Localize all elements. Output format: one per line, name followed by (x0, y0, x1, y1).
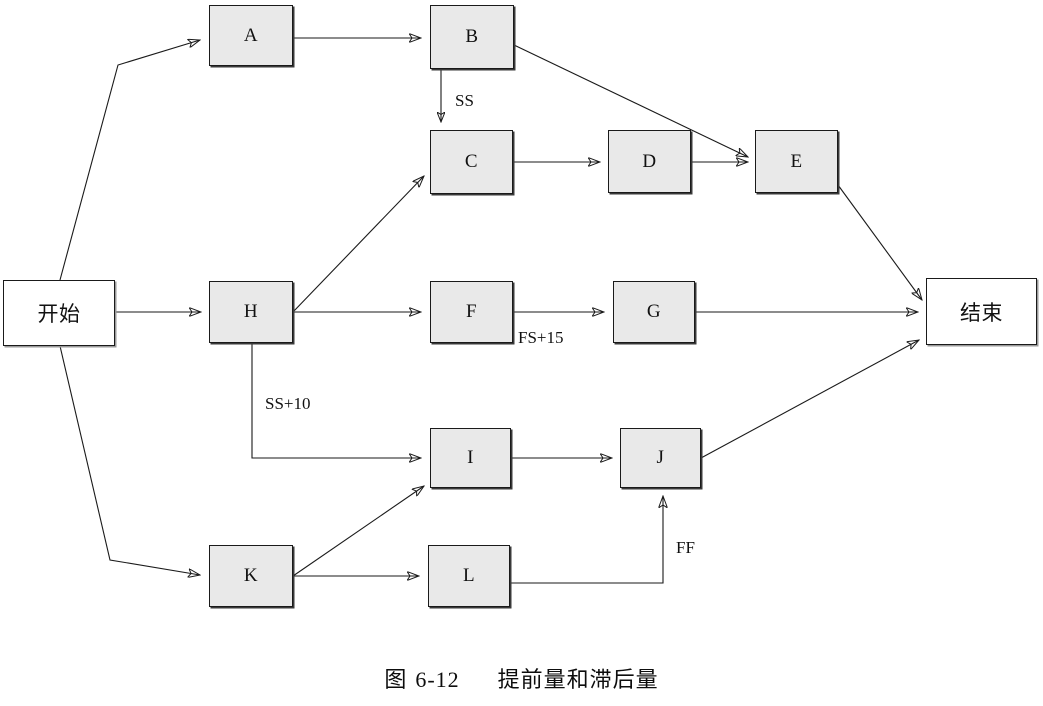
caption-number: 6-12 (415, 667, 460, 692)
node-i-label: I (467, 447, 474, 468)
node-h-label: H (243, 301, 259, 322)
node-l-label: L (462, 565, 476, 586)
node-e-label: E (790, 150, 803, 172)
node-c[interactable]: C (430, 130, 513, 194)
caption-title: 提前量和滞后量 (497, 668, 659, 693)
edge-L-J (510, 496, 663, 584)
edge-H-I (251, 343, 421, 458)
edge-label-ff: FF (676, 538, 695, 557)
caption-prefix: 图 (384, 668, 408, 693)
node-g-label: G (646, 301, 662, 322)
node-h[interactable]: H (209, 281, 293, 343)
edge-label-ss: SS (455, 91, 474, 110)
edge-J-end (700, 340, 919, 459)
node-k[interactable]: K (209, 545, 293, 607)
node-end[interactable]: 结束 (926, 278, 1037, 345)
edge-start-K (59, 345, 200, 575)
edge-label-ss-plus-10: SS+10 (265, 394, 311, 413)
node-i[interactable]: I (430, 428, 511, 488)
edge-K-I (292, 486, 424, 577)
node-a[interactable]: A (209, 5, 293, 66)
edge-H-C (292, 176, 424, 313)
node-l[interactable]: L (428, 545, 510, 607)
node-f-label: F (465, 301, 478, 322)
edge-start-A (59, 40, 200, 281)
node-a-label: A (243, 24, 259, 46)
edge-label-fs-plus-15: FS+15 (518, 328, 564, 347)
node-d-label: D (642, 150, 657, 172)
node-end-label: 结束 (960, 300, 1003, 325)
node-f[interactable]: F (430, 281, 513, 343)
node-start-label: 开始 (37, 302, 81, 326)
node-k-label: K (243, 565, 259, 586)
node-j-label: J (656, 447, 665, 468)
edge-E-end (837, 184, 922, 300)
node-d[interactable]: D (608, 130, 691, 193)
node-start[interactable]: 开始 (3, 280, 115, 346)
node-b[interactable]: B (430, 5, 514, 69)
node-j[interactable]: J (620, 428, 701, 488)
node-b-label: B (465, 26, 479, 47)
figure-caption: 图 6-12 提前量和滞后量 (0, 662, 1043, 694)
node-e[interactable]: E (755, 130, 838, 193)
node-c-label: C (464, 151, 479, 172)
node-g[interactable]: G (613, 281, 695, 343)
edge-B-E (513, 44, 748, 157)
